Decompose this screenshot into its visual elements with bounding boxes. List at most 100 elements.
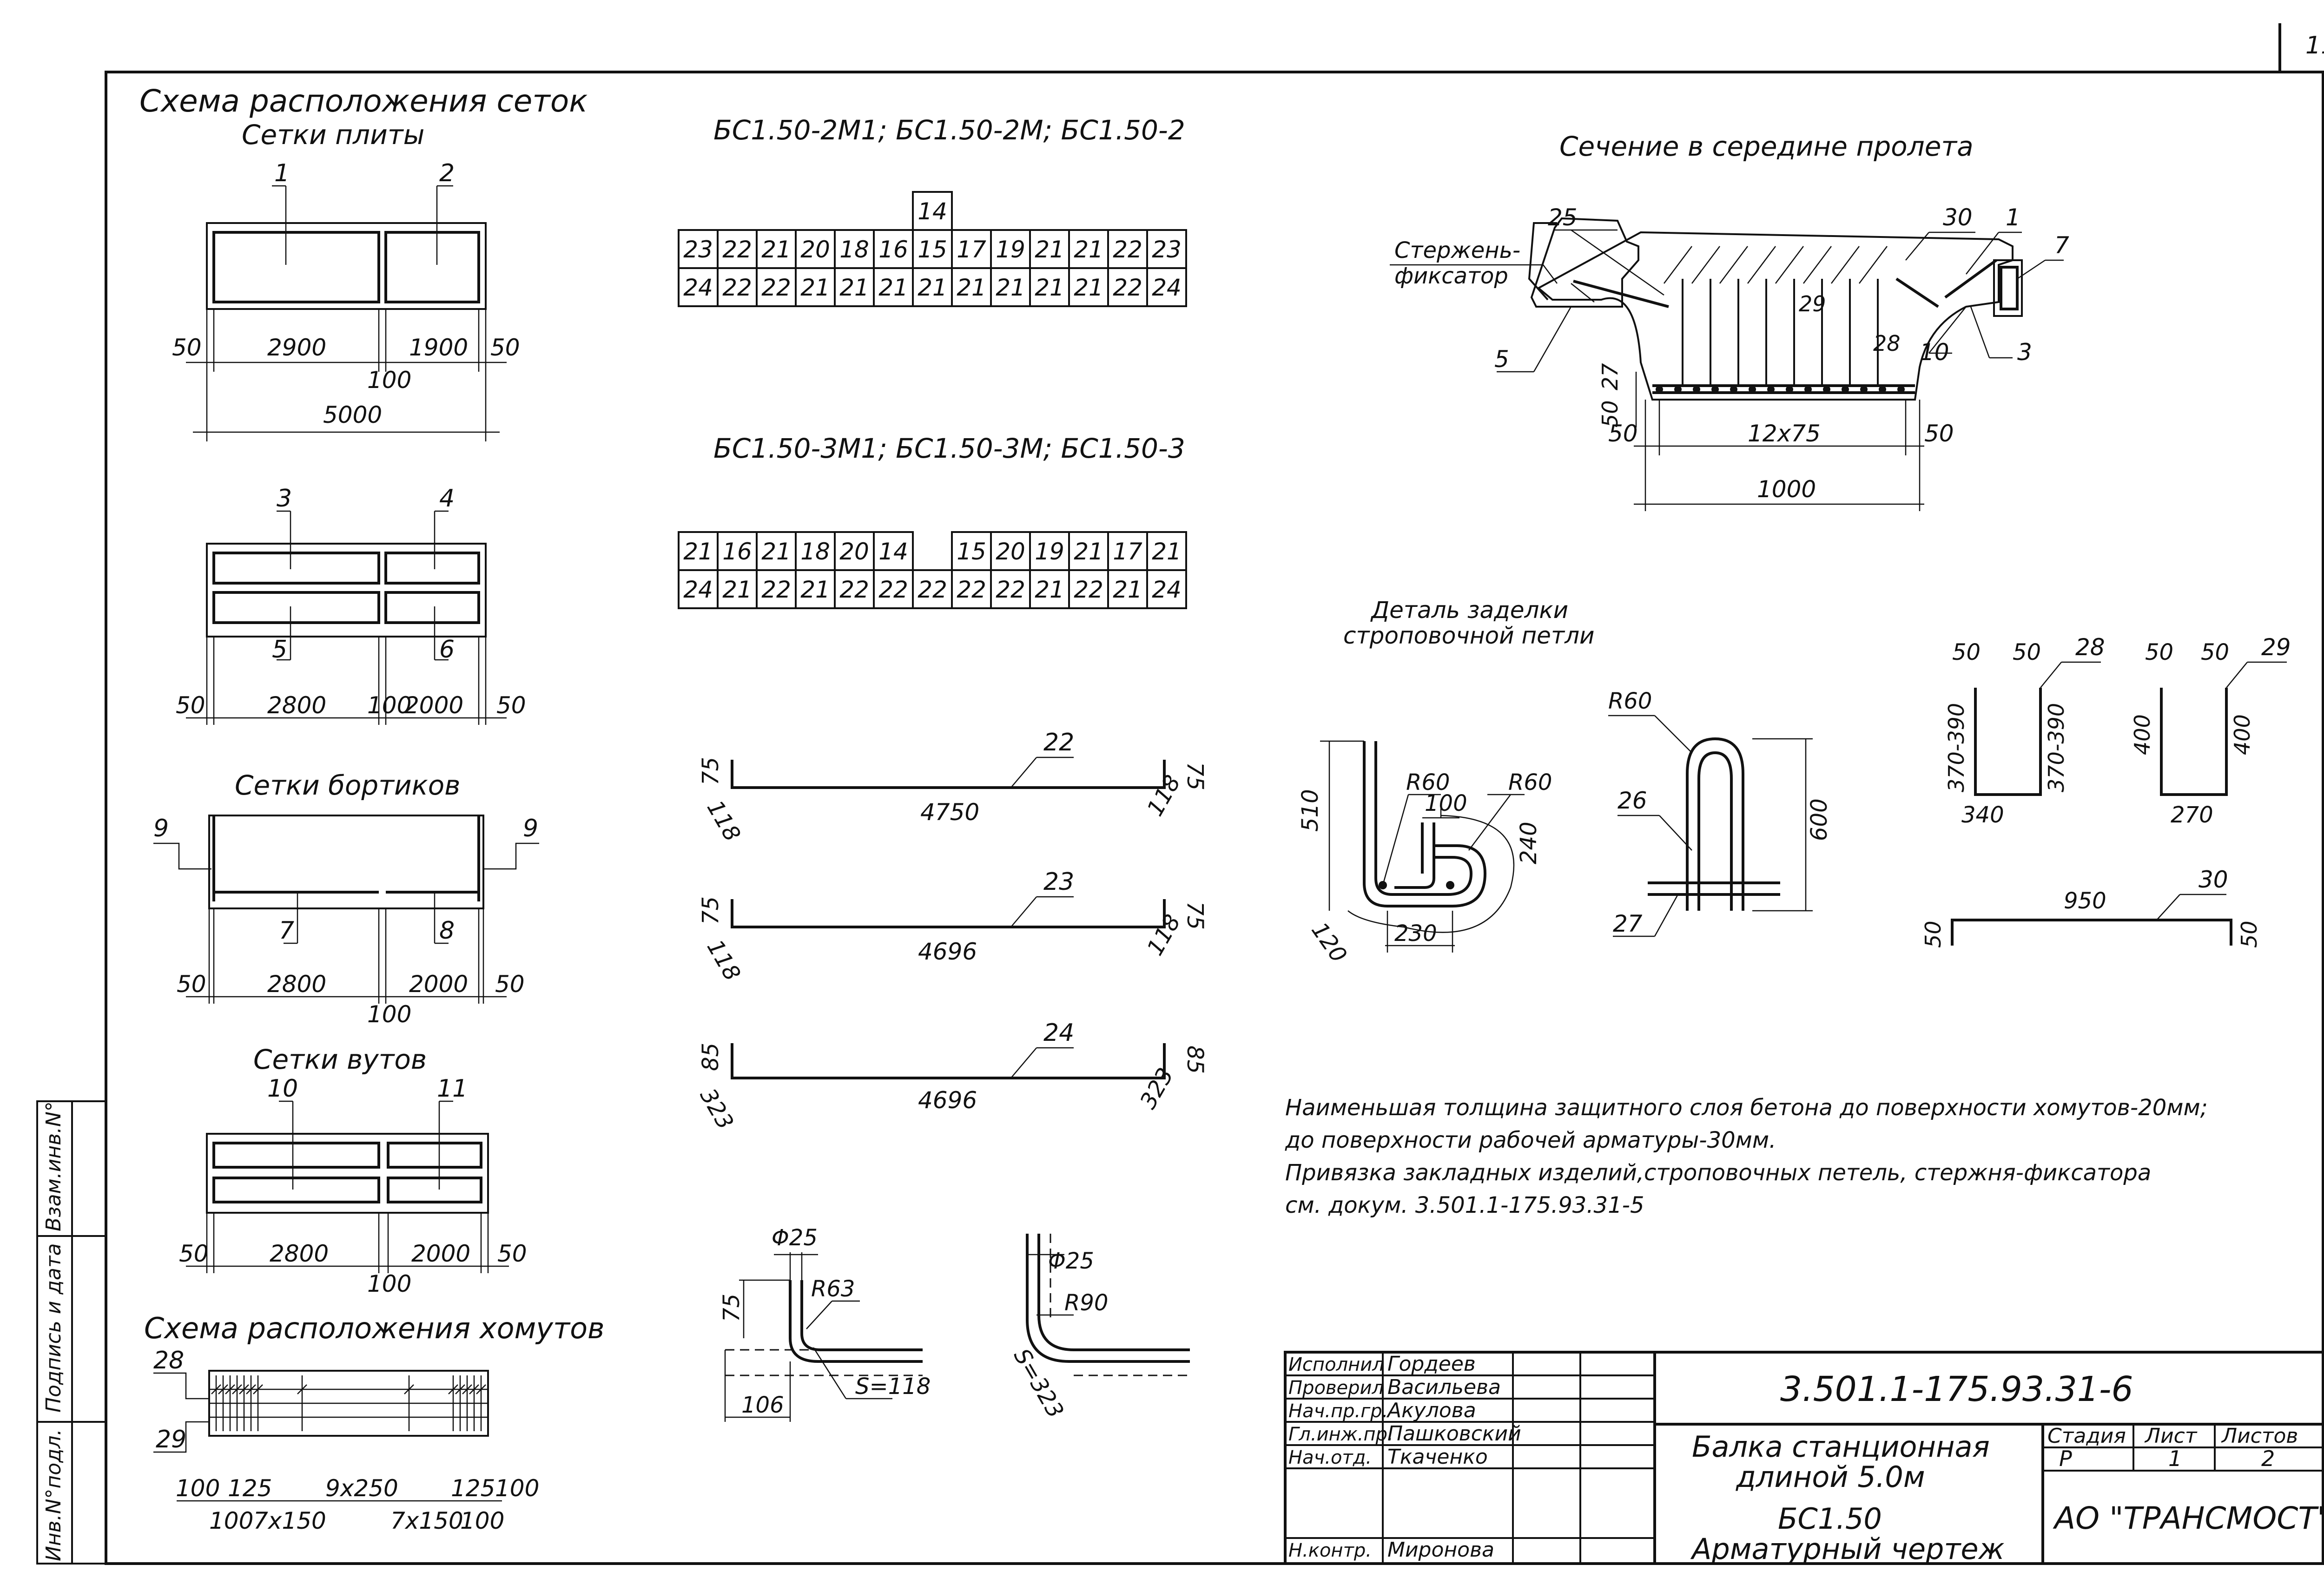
section-bar-dot bbox=[1674, 386, 1682, 393]
haunch-mesh-title: Сетки вутов bbox=[253, 1044, 427, 1075]
table-top-cell-text: 14 bbox=[918, 198, 947, 225]
tb-sheet: 1 bbox=[2168, 1446, 2182, 1471]
table-cell-text: 21 bbox=[800, 274, 830, 301]
stirrup28-mark: 28 bbox=[2075, 634, 2105, 661]
table-cell-text: 21 bbox=[1074, 538, 1103, 565]
bar-24-right-s: 323 bbox=[1135, 1064, 1179, 1113]
table-cell-text: 21 bbox=[1035, 274, 1064, 301]
section-dim-12x75: 12x75 bbox=[1748, 420, 1821, 447]
slab-mesh-2: 3 4 5 6 50 2800 100 2000 50 bbox=[176, 485, 526, 725]
stamp-inv-podl: Инв.N°подл. bbox=[42, 1429, 66, 1561]
note-line-3: Привязка закладных изделий,строповочных … bbox=[1285, 1160, 2151, 1186]
bar-22-left-s: 118 bbox=[702, 796, 746, 846]
stirrup-tick-mark bbox=[469, 1384, 479, 1394]
table-cell-text: 21 bbox=[1074, 236, 1103, 263]
title-block-role: Проверил bbox=[1288, 1377, 1384, 1399]
haunch-dim-2000: 2000 bbox=[411, 1240, 470, 1267]
section-hatch bbox=[1719, 246, 1748, 284]
mid-span-section: Стержень- фиксатор 25 30 1 7 5 29 28 10 … bbox=[1390, 204, 2069, 511]
tb-code: 3.501.1-175.93.31-6 bbox=[1780, 1369, 2133, 1409]
table-cell-text: 20 bbox=[800, 236, 830, 263]
table-cell-text: 21 bbox=[800, 576, 830, 603]
section-mark-25: 25 bbox=[1548, 204, 1578, 231]
table1-title: БС1.50-2М1; БС1.50-2М; БС1.50-2 bbox=[713, 114, 1185, 146]
stirrup29-top-left: 50 bbox=[2145, 639, 2173, 665]
bar-23-length: 4696 bbox=[918, 938, 977, 965]
stirrup-tick-mark bbox=[218, 1384, 228, 1394]
stirrup-tick-mark bbox=[455, 1384, 465, 1394]
section-bar-dot bbox=[1842, 386, 1849, 393]
table-cell-text: 16 bbox=[722, 538, 752, 565]
slab2-dim-50-left: 50 bbox=[176, 692, 205, 719]
loop-dim-120: 120 bbox=[1306, 918, 1352, 967]
loop-dim-r60-a: R60 bbox=[1406, 769, 1450, 796]
haunch-dim-100: 100 bbox=[367, 1270, 411, 1297]
bend1-h: 75 bbox=[719, 1294, 745, 1322]
slab-mark-1: 1 bbox=[274, 159, 290, 187]
stirrups-dim-7x150-a: 7x150 bbox=[253, 1507, 326, 1534]
stirrup-tick-mark bbox=[239, 1384, 249, 1394]
table-cell-text: 20 bbox=[839, 538, 869, 565]
loop-detail-2: R60 600 26 27 bbox=[1608, 688, 1832, 937]
bar-23-left-h: 75 bbox=[698, 896, 724, 925]
table-cell-text: 19 bbox=[996, 236, 1025, 263]
slab-dim-100: 100 bbox=[367, 367, 411, 394]
bend1-w: 106 bbox=[741, 1392, 784, 1418]
stirrup-tick-mark bbox=[225, 1384, 235, 1394]
tb-desc-4: Арматурный чертеж bbox=[1690, 1532, 2005, 1566]
bend1-r: R63 bbox=[811, 1276, 855, 1302]
slab2-mark-4: 4 bbox=[439, 485, 455, 513]
slab2-dim-2000: 2000 bbox=[404, 692, 463, 719]
stirrup28-top-left: 50 bbox=[1952, 639, 1981, 665]
stirrups-dim-100-b: 100 bbox=[495, 1475, 539, 1502]
section-bar-dot bbox=[1767, 386, 1775, 393]
bar30-length: 950 bbox=[2064, 888, 2106, 914]
stirrups-mark-29: 29 bbox=[156, 1426, 186, 1453]
section-bar-dot bbox=[1693, 386, 1700, 393]
haunch-mesh: 10 11 50 2800 2000 50 100 bbox=[179, 1075, 527, 1297]
slab-dim-2900: 2900 bbox=[267, 334, 326, 361]
table2-title: БС1.50-3М1; БС1.50-3М; БС1.50-3 bbox=[713, 433, 1185, 464]
table-cell-text: 21 bbox=[1035, 236, 1064, 263]
section-mark-1: 1 bbox=[2006, 204, 2020, 231]
slab-dim-1900: 1900 bbox=[409, 334, 468, 361]
bar-22-length: 4750 bbox=[920, 799, 979, 826]
section-dim-50-right: 50 bbox=[1924, 420, 1954, 447]
section-hatch bbox=[1747, 246, 1776, 284]
haunch-mark-11: 11 bbox=[437, 1075, 468, 1103]
section-mark-29: 29 bbox=[1799, 291, 1826, 316]
bar-24: 24 4696 85 323 85 323 bbox=[695, 1019, 1208, 1134]
title-block-name: Акулова bbox=[1386, 1399, 1476, 1422]
bar-23-mark: 23 bbox=[1043, 868, 1074, 896]
section-mark-7: 7 bbox=[2054, 232, 2069, 259]
section-bar-dot bbox=[1860, 386, 1868, 393]
stirrup-tick-mark bbox=[211, 1384, 221, 1394]
tb-stage: Р bbox=[2059, 1446, 2072, 1471]
slab-mark-2: 2 bbox=[439, 159, 455, 187]
stirrup29-top-right: 50 bbox=[2201, 639, 2229, 665]
table-cell-text: 15 bbox=[918, 236, 947, 263]
section-mark-3: 3 bbox=[2017, 339, 2032, 366]
curb-dim-50-right: 50 bbox=[495, 971, 525, 998]
section-bar-dot bbox=[1711, 386, 1719, 393]
bar-24-mark: 24 bbox=[1043, 1019, 1074, 1047]
curb-mark-7: 7 bbox=[279, 917, 294, 945]
note-line-1: Наименьшая толщина защитного слоя бетона… bbox=[1285, 1095, 2208, 1121]
notes: Наименьшая толщина защитного слоя бетона… bbox=[1285, 1095, 2208, 1218]
slab-dim-50-right: 50 bbox=[490, 334, 520, 361]
stirrups-dim-125-b: 125 bbox=[451, 1475, 495, 1502]
bend2-s: S=323 bbox=[1009, 1344, 1069, 1423]
section-stirrups bbox=[1656, 246, 1905, 393]
section-dim-1000: 1000 bbox=[1757, 476, 1816, 503]
loop2-mark-26: 26 bbox=[1618, 787, 1647, 814]
bar-22-right-s: 118 bbox=[1142, 771, 1186, 821]
bar-24-length: 4696 bbox=[918, 1087, 977, 1114]
tb-stage-header: Стадия bbox=[2047, 1424, 2126, 1448]
stirrups-dim-100-d: 100 bbox=[460, 1507, 504, 1534]
loop2-mark-27: 27 bbox=[1613, 910, 1643, 937]
table-cell-text: 23 bbox=[683, 236, 713, 263]
sheet-frame bbox=[105, 71, 2324, 1565]
table-cell-text: 21 bbox=[918, 274, 947, 301]
section-hatch bbox=[1691, 246, 1720, 284]
